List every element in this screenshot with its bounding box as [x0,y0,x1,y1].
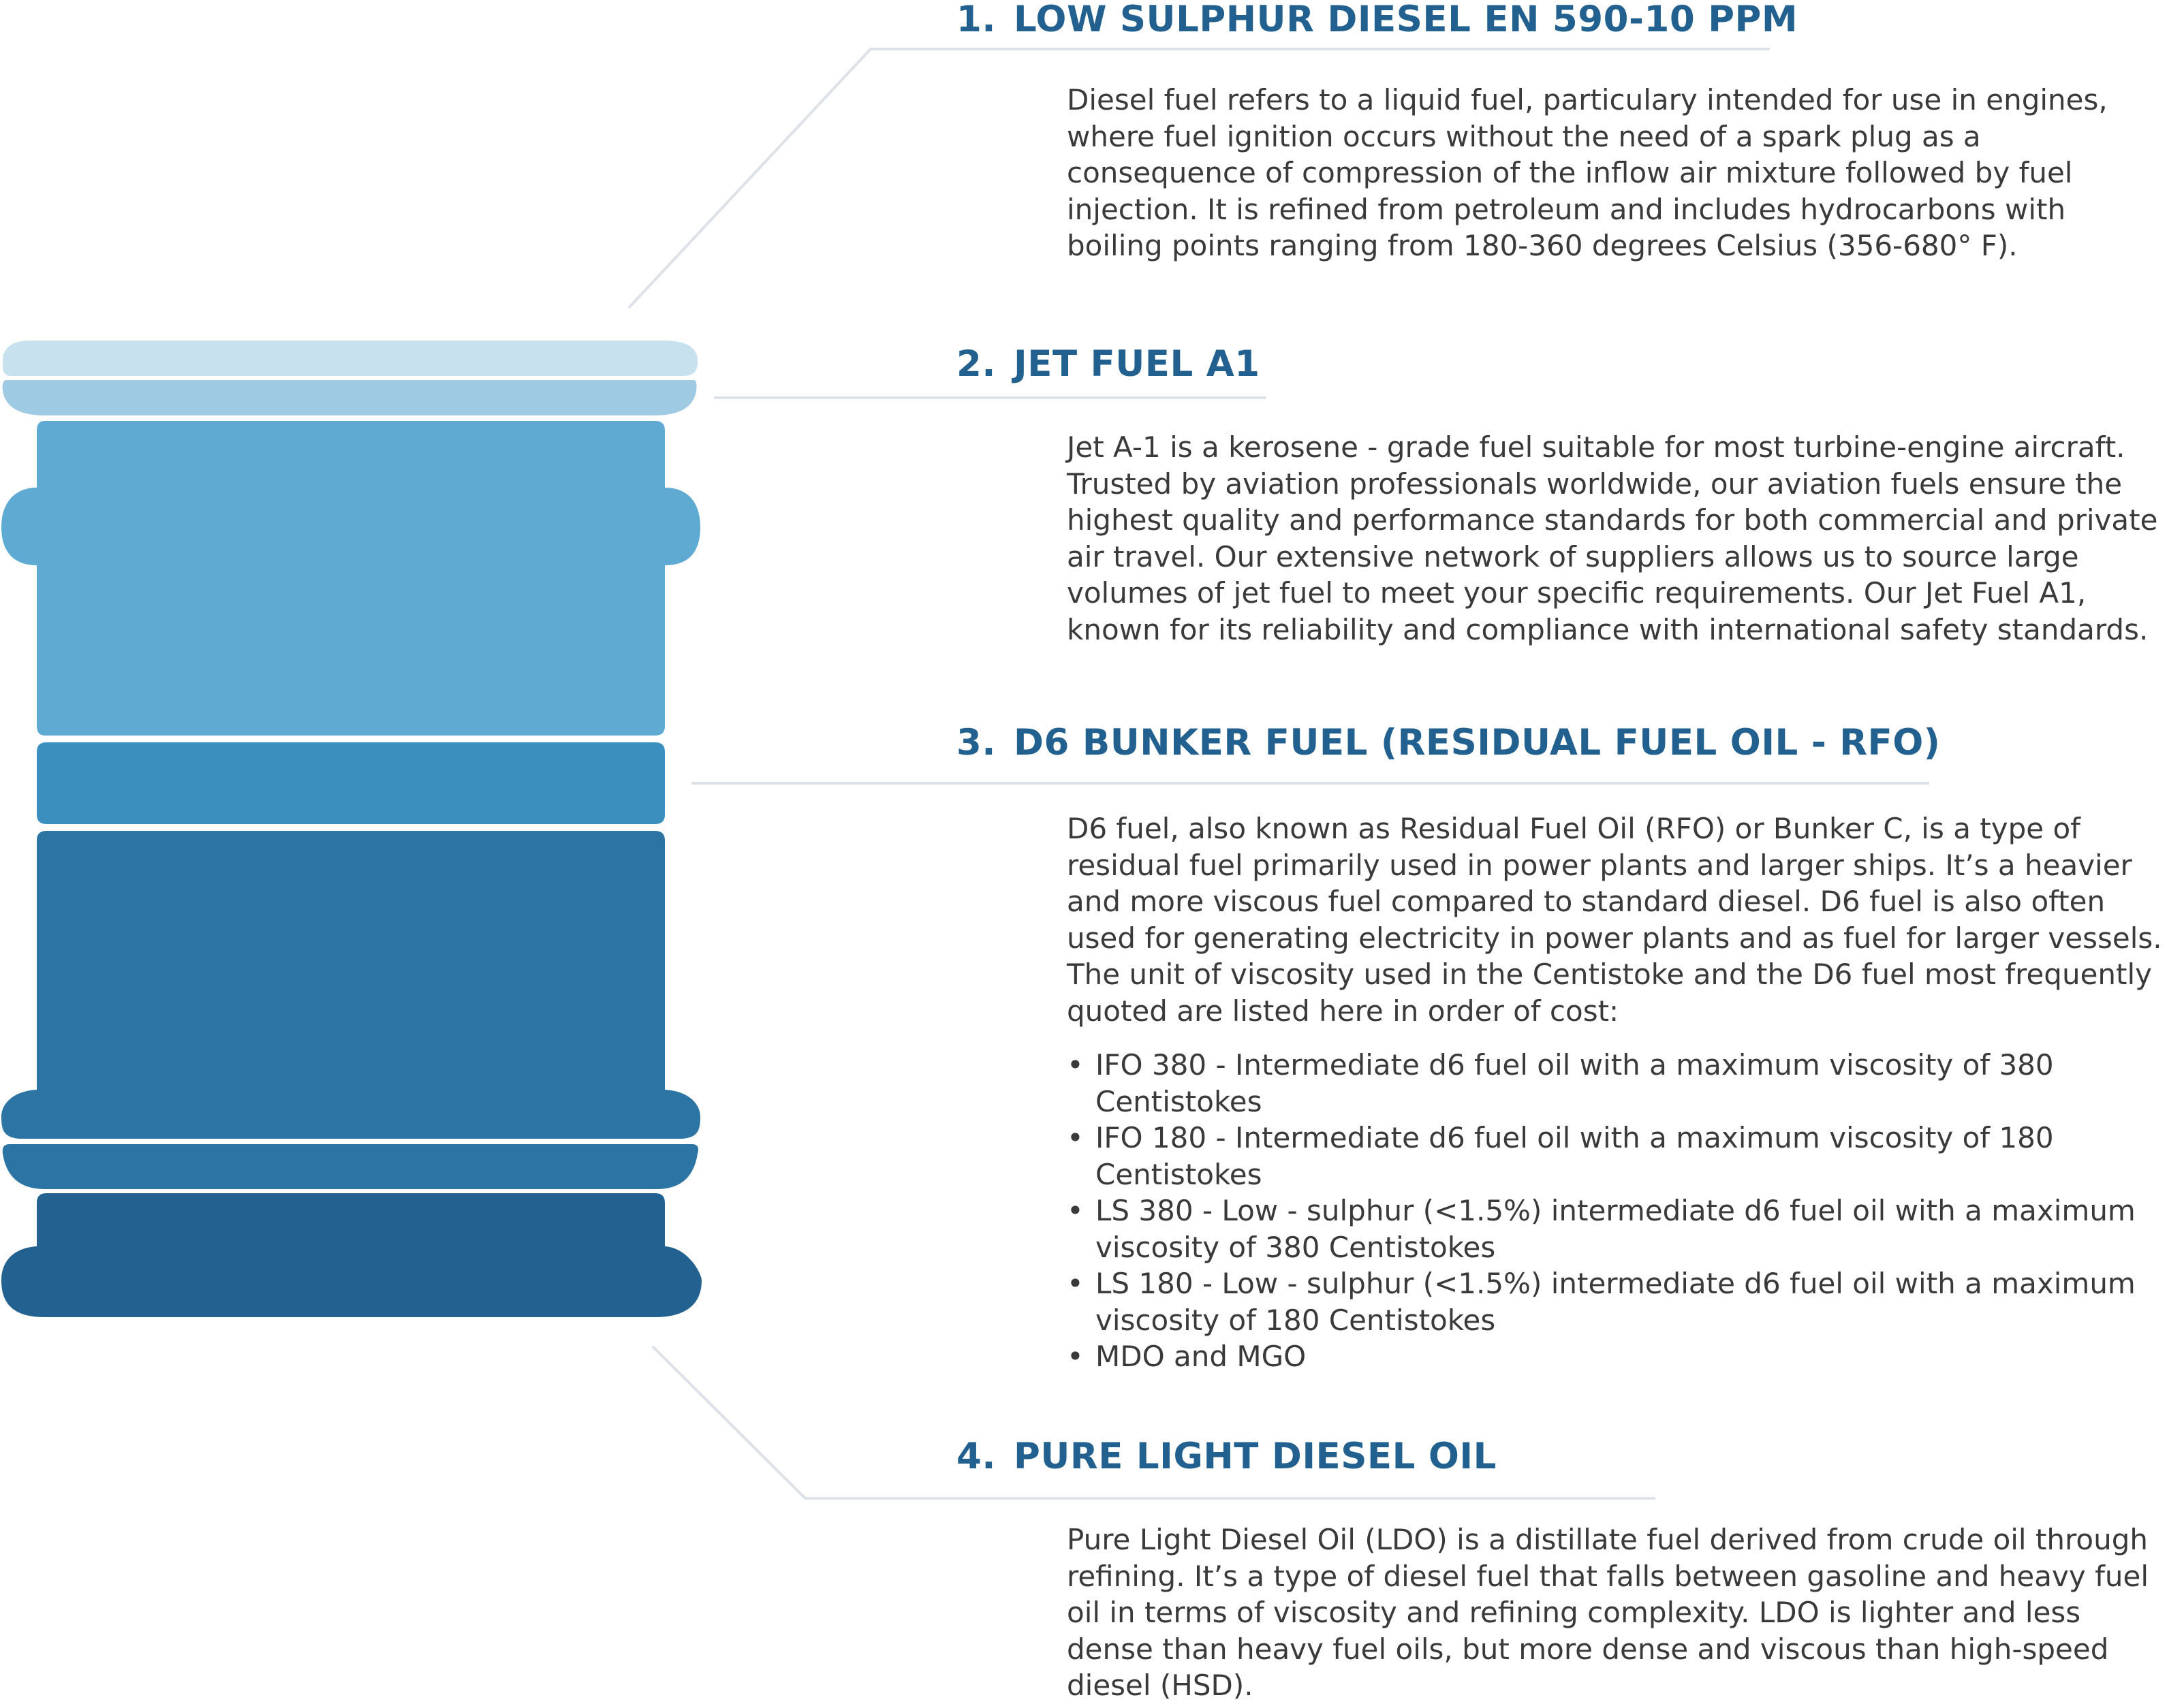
section-number: 2. [956,343,997,385]
section-heading: 4. PURE LIGHT DIESEL OIL [956,1438,1497,1474]
section-title: PURE LIGHT DIESEL OIL [1014,1436,1497,1477]
section-title: D6 BUNKER FUEL (RESIDUAL FUEL OIL - RFO) [1014,722,1941,763]
section-body: Diesel fuel refers to a liquid fuel, par… [1067,82,2170,264]
leader-lines [627,48,1929,1500]
barrel-layer-bunker [1,831,700,1139]
section-heading: 2. JET FUEL A1 [956,346,1260,382]
section-heading: 1. LOW SULPHUR DIESEL EN 590-10 PPM [956,1,1798,37]
section-body: Jet A-1 is a kerosene - grade fuel suita… [1067,429,2170,648]
section-paragraph: Pure Light Diesel Oil (LDO) is a distill… [1067,1523,2149,1702]
list-item: MDO and MGO [1067,1338,2170,1375]
barrel-rim-top [3,341,698,376]
barrel-rim-lower [2,380,697,415]
list-item: LS 380 - Low - sulphur (<1.5%) intermedi… [1067,1193,2170,1265]
barrel-layer-jet-fuel [1,421,700,736]
list-item: LS 180 - Low - sulphur (<1.5%) intermedi… [1067,1265,2170,1338]
barrel-layer-band [37,742,665,824]
section-body: D6 fuel, also known as Residual Fuel Oil… [1067,810,2170,1375]
barrel-layer-diesel [1,1193,702,1317]
section-number: 1. [956,0,997,40]
list-item: IFO 180 - Intermediate d6 fuel oil with … [1067,1120,2170,1193]
section-paragraph: The unit of viscosity used in the Centis… [1067,958,2153,1028]
section-body: Pure Light Diesel Oil (LDO) is a distill… [1067,1521,2170,1704]
fuel-barrel [1,341,702,1317]
section-title: JET FUEL A1 [1014,343,1260,385]
leader-line-4 [651,1345,1655,1500]
viscosity-list: IFO 380 - Intermediate d6 fuel oil with … [1067,1047,2170,1375]
section-number: 4. [956,1436,997,1477]
section-paragraph: Diesel fuel refers to a liquid fuel, par… [1067,83,2108,262]
section-heading: 3. D6 BUNKER FUEL (RESIDUAL FUEL OIL - RF… [956,725,1941,761]
section-paragraph: Jet A-1 is a kerosene - grade fuel suita… [1067,430,2158,646]
barrel-layer-ring [2,1144,698,1189]
leader-line-1 [627,48,1770,309]
list-item: IFO 380 - Intermediate d6 fuel oil with … [1067,1047,2170,1120]
section-title: LOW SULPHUR DIESEL EN 590-10 PPM [1014,0,1798,40]
section-paragraph: D6 fuel, also known as Residual Fuel Oil… [1067,812,2162,955]
section-number: 3. [956,722,997,763]
